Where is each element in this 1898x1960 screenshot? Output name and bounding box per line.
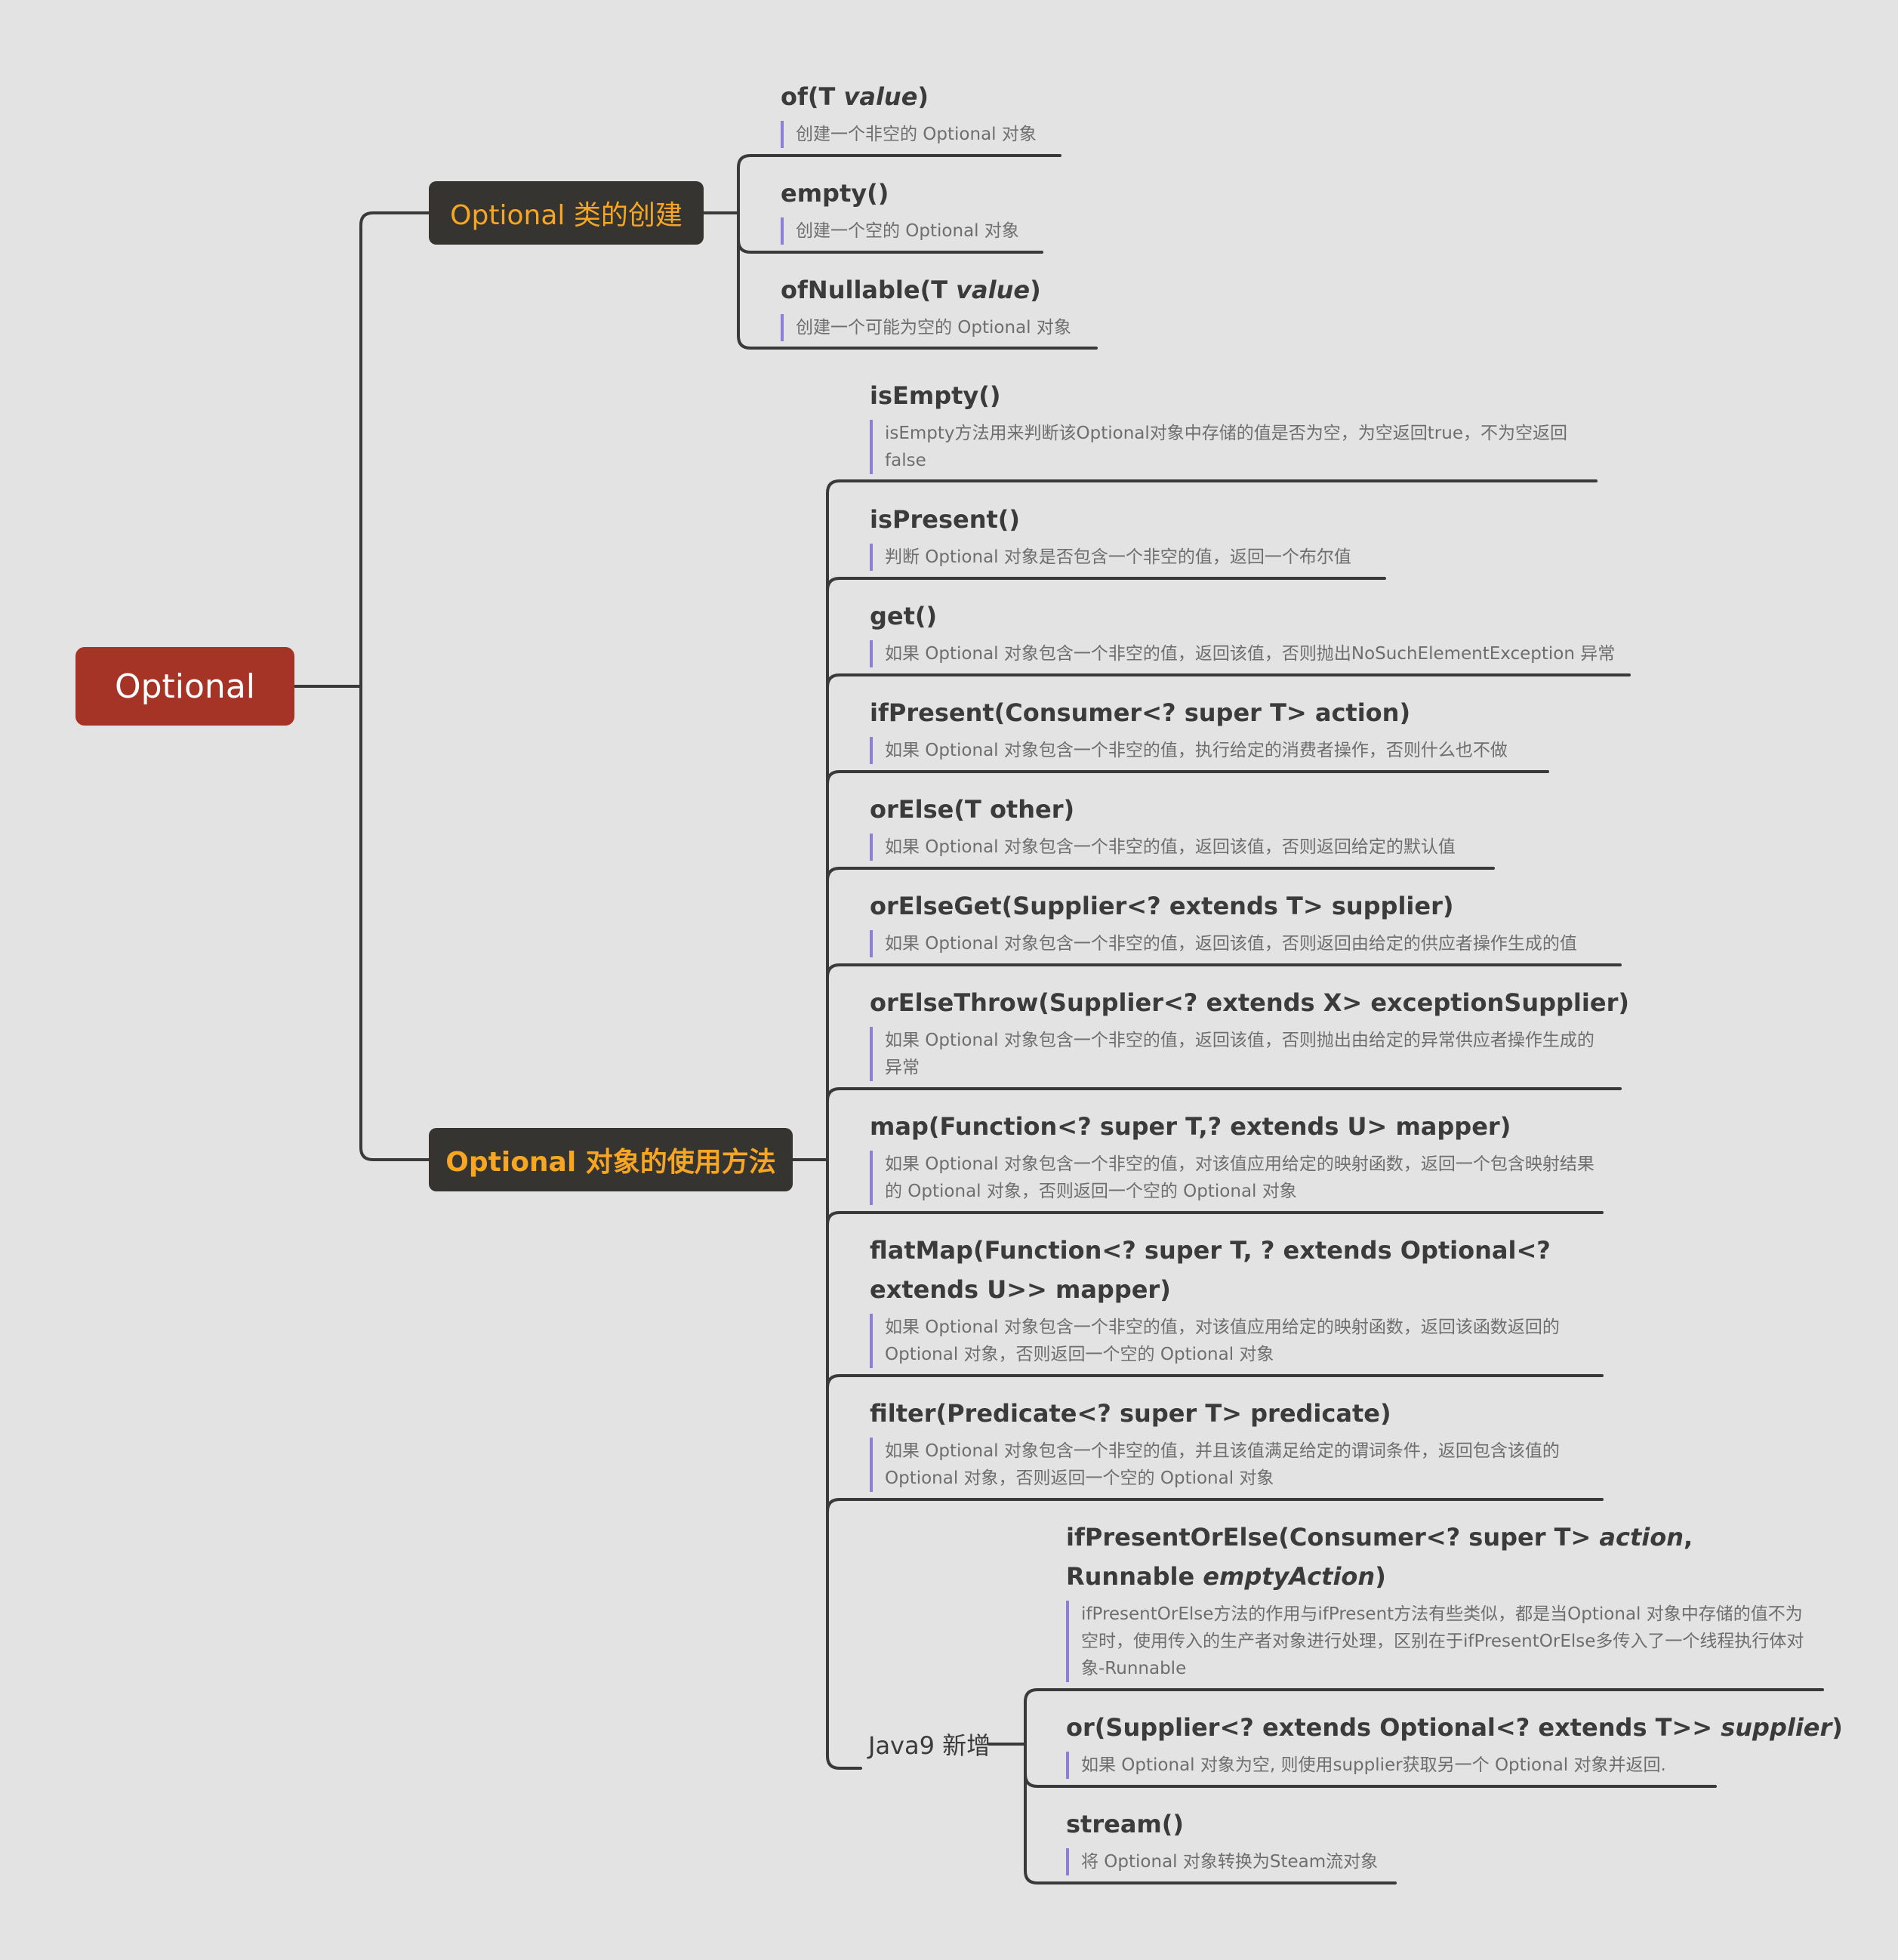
- branch-creation-label: Optional 类的创建: [450, 200, 682, 231]
- topic-title: empty(): [781, 179, 889, 208]
- topic-title: isEmpty(): [870, 381, 1001, 410]
- topic-stream[interactable]: stream() 将 Optional 对象转换为Steam流对象: [1066, 1804, 1398, 1875]
- topic-ispresent[interactable]: isPresent() 判断 Optional 对象是否包含一个非空的值，返回一…: [870, 500, 1398, 571]
- topic-note: 创建一个空的 Optional 对象: [781, 217, 1083, 245]
- topic-title: or(Supplier<? extends Optional<? extends…: [1066, 1713, 1843, 1742]
- topic-isempty[interactable]: isEmpty() isEmpty方法用来判断该Optional对象中存储的值是…: [870, 376, 1595, 474]
- topic-note: 如果 Optional 对象包含一个非空的值，对该值应用给定的映射函数，返回一个…: [870, 1151, 1602, 1205]
- topic-note: 创建一个非空的 Optional 对象: [781, 121, 1083, 148]
- topic-note: 将 Optional 对象转换为Steam流对象: [1066, 1848, 1398, 1875]
- topic-filter[interactable]: filter(Predicate<? super T> predicate) 如…: [870, 1394, 1587, 1492]
- topic-ifpresentorelse[interactable]: ifPresentOrElse(Consumer<? super T> acti…: [1066, 1518, 1806, 1682]
- topic-title: orElseThrow(Supplier<? extends X> except…: [870, 988, 1629, 1017]
- topic-note: 判断 Optional 对象是否包含一个非空的值，返回一个布尔值: [870, 544, 1398, 571]
- topic-title: ofNullable(T value): [781, 276, 1041, 304]
- branch-usage-label: Optional 对象的使用方法: [445, 1147, 776, 1178]
- topic-of[interactable]: of(T value) 创建一个非空的 Optional 对象: [781, 77, 1083, 148]
- topic-note: 创建一个可能为空的 Optional 对象: [781, 314, 1113, 341]
- topic-orelseget[interactable]: orElseGet(Supplier<? extends T> supplier…: [870, 886, 1625, 957]
- topic-note: ifPresentOrElse方法的作用与ifPresent方法有些类似，都是当…: [1066, 1601, 1806, 1682]
- topic-title: orElse(T other): [870, 795, 1075, 824]
- topic-title: ifPresent(Consumer<? super T> action): [870, 698, 1411, 727]
- topic-or[interactable]: or(Supplier<? extends Optional<? extends…: [1066, 1708, 1843, 1779]
- topic-empty[interactable]: empty() 创建一个空的 Optional 对象: [781, 174, 1083, 245]
- topic-flatmap[interactable]: flatMap(Function<? super T, ? extends Op…: [870, 1231, 1587, 1368]
- topic-title: orElseGet(Supplier<? extends T> supplier…: [870, 892, 1454, 920]
- topic-note: 如果 Optional 对象包含一个非空的值，执行给定的消费者操作，否则什么也不…: [870, 737, 1564, 764]
- topic-title: filter(Predicate<? super T> predicate): [870, 1399, 1391, 1428]
- topic-map[interactable]: map(Function<? super T,? extends U> mapp…: [870, 1107, 1602, 1205]
- topic-ifpresent[interactable]: ifPresent(Consumer<? super T> action) 如果…: [870, 693, 1564, 764]
- topic-note: 如果 Optional 对象包含一个非空的值，返回该值，否则返回给定的默认值: [870, 834, 1519, 861]
- topic-note: 如果 Optional 对象包含一个非空的值，返回该值，否则抛出NoSuchEl…: [870, 640, 1640, 667]
- topic-orelse[interactable]: orElse(T other) 如果 Optional 对象包含一个非空的值，返…: [870, 790, 1519, 861]
- topic-note: 如果 Optional 对象包含一个非空的值，返回该值，否则返回由给定的供应者操…: [870, 930, 1625, 957]
- topic-orelsethrow[interactable]: orElseThrow(Supplier<? extends X> except…: [870, 983, 1629, 1081]
- branch-creation[interactable]: Optional 类的创建: [429, 181, 704, 245]
- branch-usage[interactable]: Optional 对象的使用方法: [429, 1128, 793, 1191]
- topic-ofnullable[interactable]: ofNullable(T value) 创建一个可能为空的 Optional 对…: [781, 270, 1113, 341]
- topic-get[interactable]: get() 如果 Optional 对象包含一个非空的值，返回该值，否则抛出No…: [870, 596, 1640, 667]
- topic-note: 如果 Optional 对象包含一个非空的值，返回该值，否则抛出由给定的异常供应…: [870, 1027, 1602, 1081]
- topic-title: get(): [870, 602, 938, 630]
- connector-root-b1: [359, 211, 430, 688]
- topic-note: isEmpty方法用来判断该Optional对象中存储的值是否为空，为空返回tr…: [870, 420, 1595, 474]
- topic-title: stream(): [1066, 1810, 1185, 1838]
- topic-note: 如果 Optional 对象为空, 则使用supplier获取另一个 Optio…: [1066, 1752, 1715, 1779]
- connector-root-b2: [359, 685, 430, 1161]
- topic-title: isPresent(): [870, 505, 1021, 534]
- topic-title: of(T value): [781, 82, 929, 111]
- java9-label[interactable]: Java9 新增: [868, 1731, 991, 1760]
- topic-note: 如果 Optional 对象包含一个非空的值，对该值应用给定的映射函数，返回该函…: [870, 1314, 1587, 1368]
- topic-note: 如果 Optional 对象包含一个非空的值，并且该值满足给定的谓词条件，返回包…: [870, 1438, 1587, 1492]
- topic-title: map(Function<? super T,? extends U> mapp…: [870, 1112, 1511, 1141]
- topic-title: flatMap(Function<? super T, ? extends Op…: [870, 1236, 1551, 1304]
- root-label: Optional: [114, 667, 256, 706]
- root-node[interactable]: Optional: [75, 647, 294, 726]
- topic-title: ifPresentOrElse(Consumer<? super T> acti…: [1066, 1523, 1693, 1591]
